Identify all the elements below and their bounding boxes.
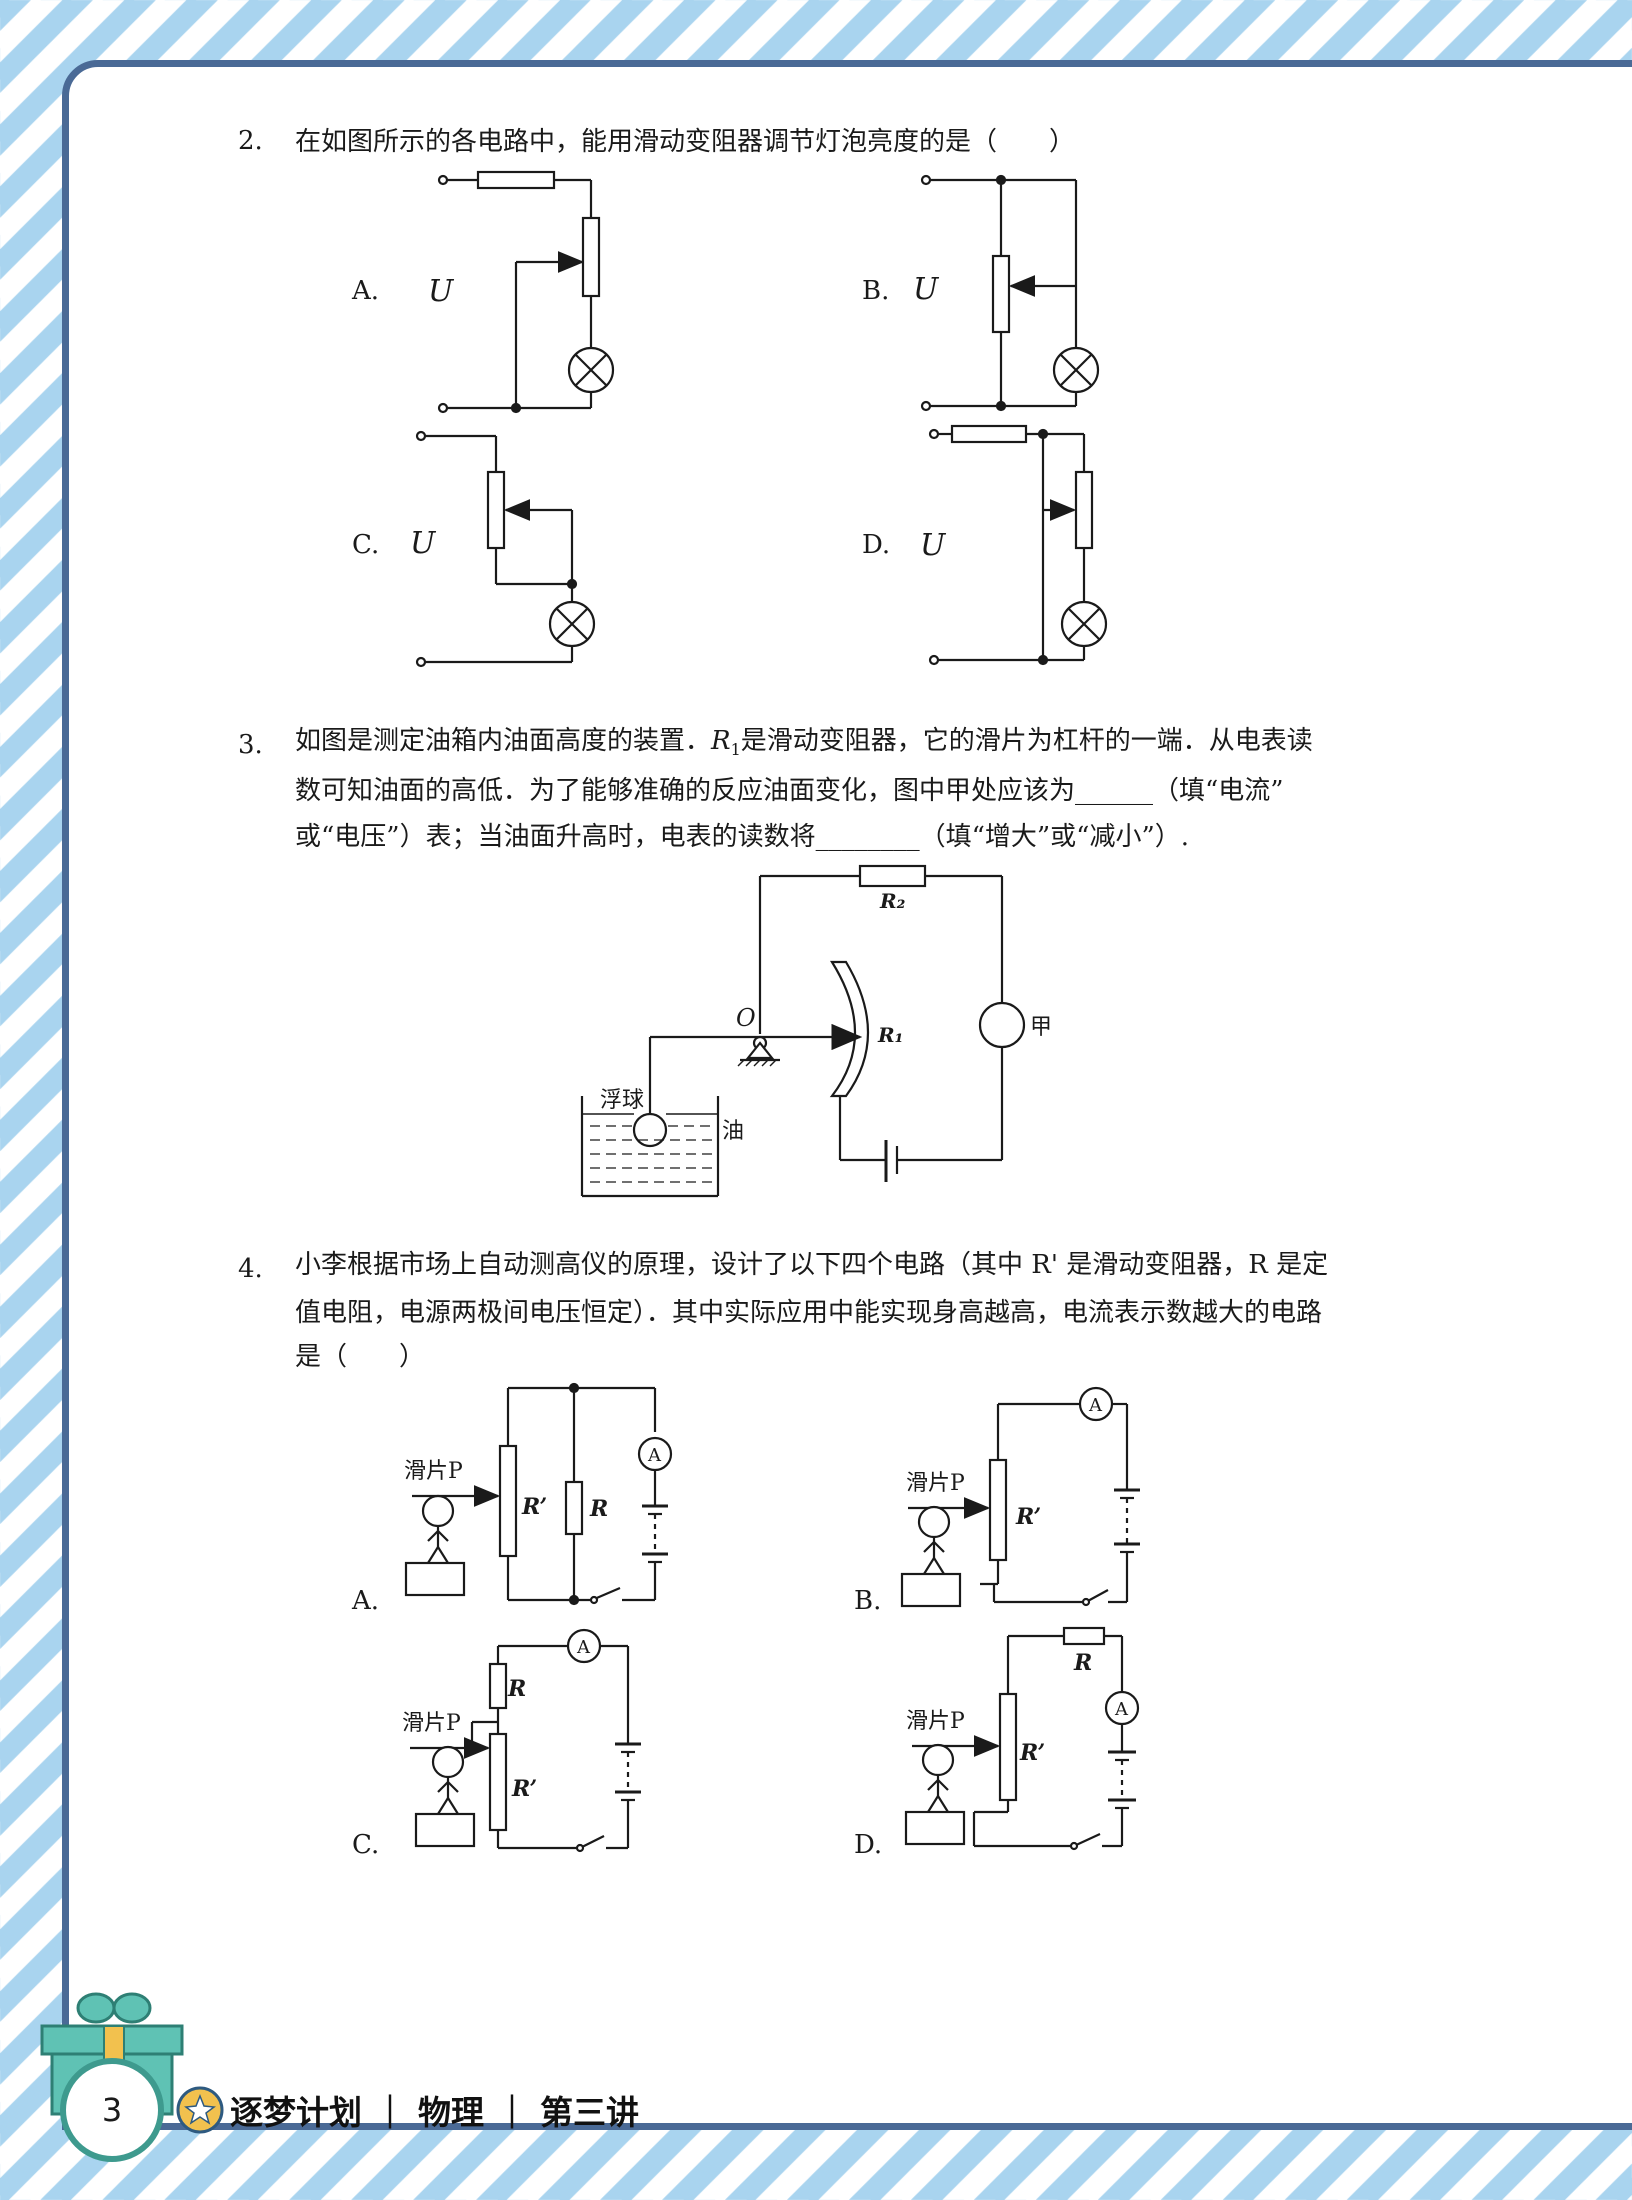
- q4-circuit-d: [904, 1626, 1140, 1851]
- q3-line-1: 如图是测定油箱内油面高度的装置．R1是滑动变阻器，它的滑片为杠杆的一端．从电表读: [295, 718, 1313, 773]
- q2-circuit-d: [928, 424, 1108, 666]
- q3-line-1-b: 是滑动变阻器，它的滑片为杠杆的一端．从电表读: [740, 726, 1313, 756]
- star-icon: [176, 2086, 224, 2134]
- q2-voltage-b: U: [913, 272, 939, 307]
- q3-float-label: 浮球: [600, 1088, 644, 1113]
- q2-text: 在如图所示的各电路中，能用滑动变阻器调节灯泡亮度的是（ ）: [295, 127, 1076, 157]
- q3-oil-tank: [580, 1096, 720, 1198]
- q4-circuit-c: [410, 1628, 641, 1853]
- q4-a-ammeter-label: A: [647, 1445, 662, 1466]
- page-number: 3: [60, 2058, 164, 2162]
- q4-c-r-label: R: [507, 1676, 526, 1702]
- q3-circuit-wires: [758, 864, 1026, 1182]
- q4-b-slider-label: 滑片P: [906, 1471, 965, 1496]
- q4-circuit-b: [900, 1386, 1140, 1608]
- q2-option-a: A.: [352, 276, 380, 306]
- q4-number: 4.: [238, 1254, 263, 1284]
- q2-voltage-c: U: [410, 526, 436, 561]
- q4-c-slider-label: 滑片P: [402, 1711, 461, 1736]
- q2-option-d: D.: [862, 530, 891, 560]
- q3-line-2: 数可知油面的高低．为了能够准确的反应油面变化，图中甲处应该为______（填“电…: [295, 776, 1284, 806]
- q2-voltage-d: U: [920, 528, 946, 563]
- q4-line-1: 小李根据市场上自动测高仪的原理，设计了以下四个电路（其中 R' 是滑动变阻器，R…: [295, 1250, 1329, 1280]
- footer-title: 逐梦计划 ｜ 物理 ｜ 第三讲: [230, 2093, 639, 2132]
- q4-option-d: D.: [854, 1830, 883, 1860]
- q3-pivot-label: O: [736, 1004, 756, 1032]
- q4-line-2: 值电阻，电源两极间电压恒定）．其中实际应用中能实现身高越高，电流表示数越大的电路: [295, 1298, 1323, 1328]
- q2-voltage-a: U: [428, 274, 454, 309]
- q3-number: 3.: [238, 730, 263, 760]
- q2-circuit-c: [415, 430, 596, 668]
- q4-option-c: C.: [352, 1830, 380, 1860]
- q4-d-ammeter-label: A: [1114, 1699, 1129, 1720]
- q3-lever: [632, 1023, 863, 1148]
- q3-r1-label: R₁: [877, 1023, 903, 1047]
- q3-meter-label: 甲: [1030, 1015, 1052, 1040]
- q2-number: 2.: [238, 126, 263, 156]
- q4-option-a: A.: [352, 1586, 380, 1616]
- q4-c-ammeter-label: A: [576, 1637, 591, 1658]
- q3-line-3: 或“电压”）表；当油面升高时，电表的读数将________（填“增大”或“减小”…: [295, 822, 1190, 852]
- q2-circuit-a: [437, 170, 615, 414]
- q4-d-rp-label: R’: [1019, 1740, 1045, 1766]
- q4-b-ammeter-label: A: [1088, 1395, 1103, 1416]
- q2-option-b: B.: [862, 276, 890, 306]
- q2-option-c: C.: [352, 530, 380, 560]
- q2-circuit-b: [920, 174, 1100, 412]
- q4-a-rp-label: R’: [521, 1494, 547, 1520]
- q4-d-r-label: R: [1073, 1650, 1092, 1676]
- q3-r1-arc: [829, 960, 869, 1098]
- q4-circuit-a: [404, 1382, 673, 1606]
- q3-oil-label: 油: [722, 1119, 744, 1144]
- q4-b-rp-label: R’: [1015, 1504, 1041, 1530]
- q4-a-r-label: R: [589, 1496, 608, 1522]
- q4-line-3: 是（ ）: [295, 1342, 426, 1372]
- q3-float-ball: [632, 1112, 668, 1148]
- q4-option-b: B.: [854, 1586, 882, 1616]
- q3-r2-label: R₂: [879, 889, 906, 913]
- q4-d-slider-label: 滑片P: [906, 1709, 965, 1734]
- q4-a-slider-label: 滑片P: [404, 1459, 463, 1484]
- q3-r1-symbol: R1: [711, 726, 741, 760]
- q4-c-rp-label: R’: [511, 1776, 537, 1802]
- q3-line-1-a: 如图是测定油箱内油面高度的装置．: [295, 726, 712, 756]
